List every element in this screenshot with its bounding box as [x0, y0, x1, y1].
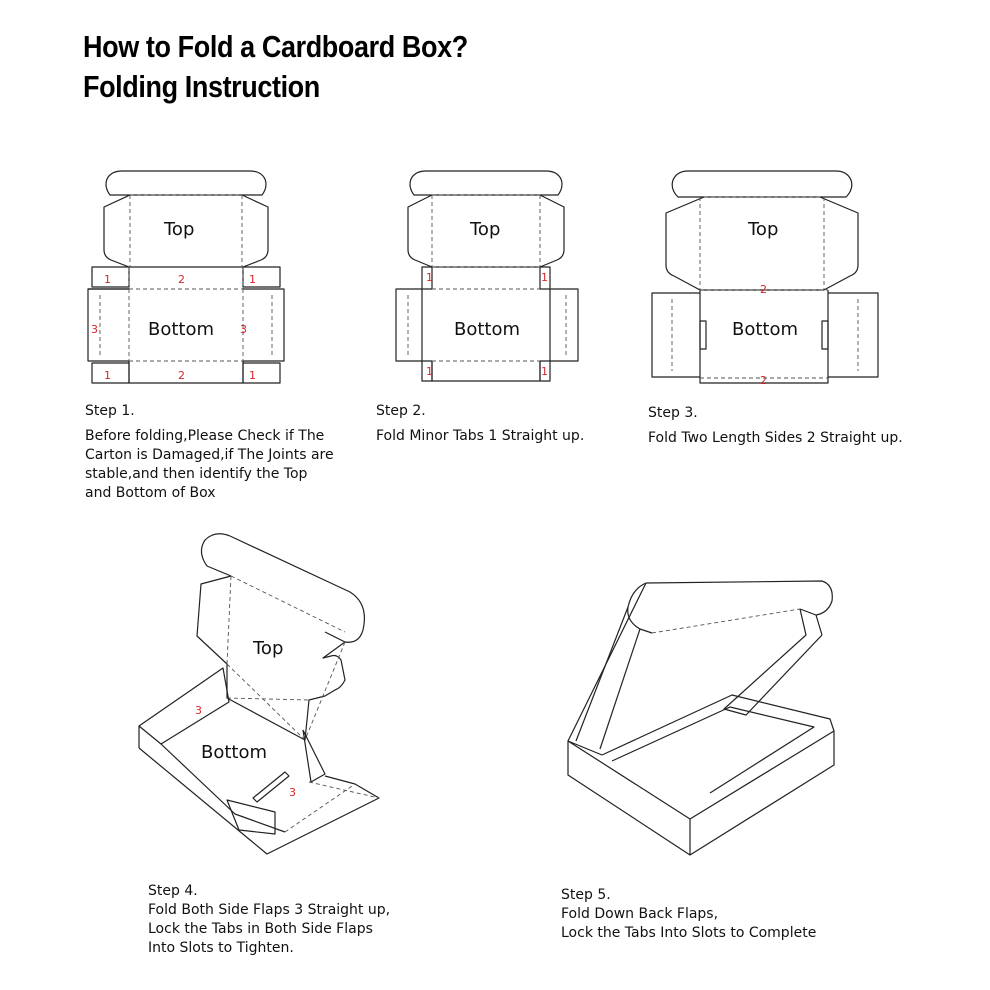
step3-text: Step 3. Fold Two Length Sides 2 Straight… [648, 404, 948, 448]
step2-description: Fold Minor Tabs 1 Straight up. [376, 428, 585, 444]
tab-number-2: 2 [178, 369, 185, 382]
step3-diagram: Top Bottom 2 2 [648, 165, 888, 387]
flap-number-3: 3 [289, 786, 296, 799]
page-subtitle: Folding Instruction [83, 70, 320, 104]
step1-diagram: Top Bottom 1 2 1 3 3 1 2 1 [80, 165, 290, 395]
step2-heading: Step 2. [376, 403, 426, 419]
step1-heading: Step 1. [85, 403, 135, 419]
step5-text: Step 5. Fold Down Back Flaps, Lock the T… [561, 886, 861, 943]
top-panel-label: Top [252, 638, 283, 659]
tab-number-1: 1 [249, 273, 256, 286]
step3-heading: Step 3. [648, 405, 698, 421]
step4-text: Step 4. Fold Both Side Flaps 3 Straight … [148, 882, 428, 958]
flap-number-3: 3 [240, 323, 247, 336]
step5-diagram [560, 575, 850, 860]
step2-text: Step 2. Fold Minor Tabs 1 Straight up. [376, 402, 636, 446]
step4-diagram: Top Bottom 3 3 [135, 530, 385, 865]
bottom-panel-label: Bottom [454, 319, 520, 340]
bottom-panel-label: Bottom [201, 742, 267, 763]
flap-number-3: 3 [91, 323, 98, 336]
tab-number-1: 1 [426, 271, 433, 284]
tab-number-1: 1 [541, 271, 548, 284]
tab-number-1: 1 [249, 369, 256, 382]
tab-number-1: 1 [426, 365, 433, 378]
tab-number-1: 1 [104, 273, 111, 286]
tab-number-1: 1 [541, 365, 548, 378]
top-panel-label: Top [469, 219, 500, 240]
step5-description: Fold Down Back Flaps, Lock the Tabs Into… [561, 906, 817, 941]
flap-number-3: 3 [195, 704, 202, 717]
side-number-2: 2 [760, 374, 767, 387]
page-title: How to Fold a Cardboard Box? [83, 30, 468, 64]
tab-number-2: 2 [178, 273, 185, 286]
step4-description: Fold Both Side Flaps 3 Straight up, Lock… [148, 902, 391, 956]
step5-heading: Step 5. [561, 887, 611, 903]
bottom-panel-label: Bottom [148, 319, 214, 340]
bottom-panel-label: Bottom [732, 319, 798, 340]
step4-heading: Step 4. [148, 883, 198, 899]
step3-description: Fold Two Length Sides 2 Straight up. [648, 430, 903, 446]
top-panel-label: Top [747, 219, 778, 240]
top-panel-label: Top [163, 219, 194, 240]
step1-description: Before folding,Please Check if The Carto… [85, 428, 334, 501]
step1-text: Step 1. Before folding,Please Check if T… [85, 402, 345, 503]
step2-diagram: Top Bottom 1 1 1 1 [388, 165, 588, 385]
tab-number-1: 1 [104, 369, 111, 382]
side-number-2: 2 [760, 283, 767, 296]
